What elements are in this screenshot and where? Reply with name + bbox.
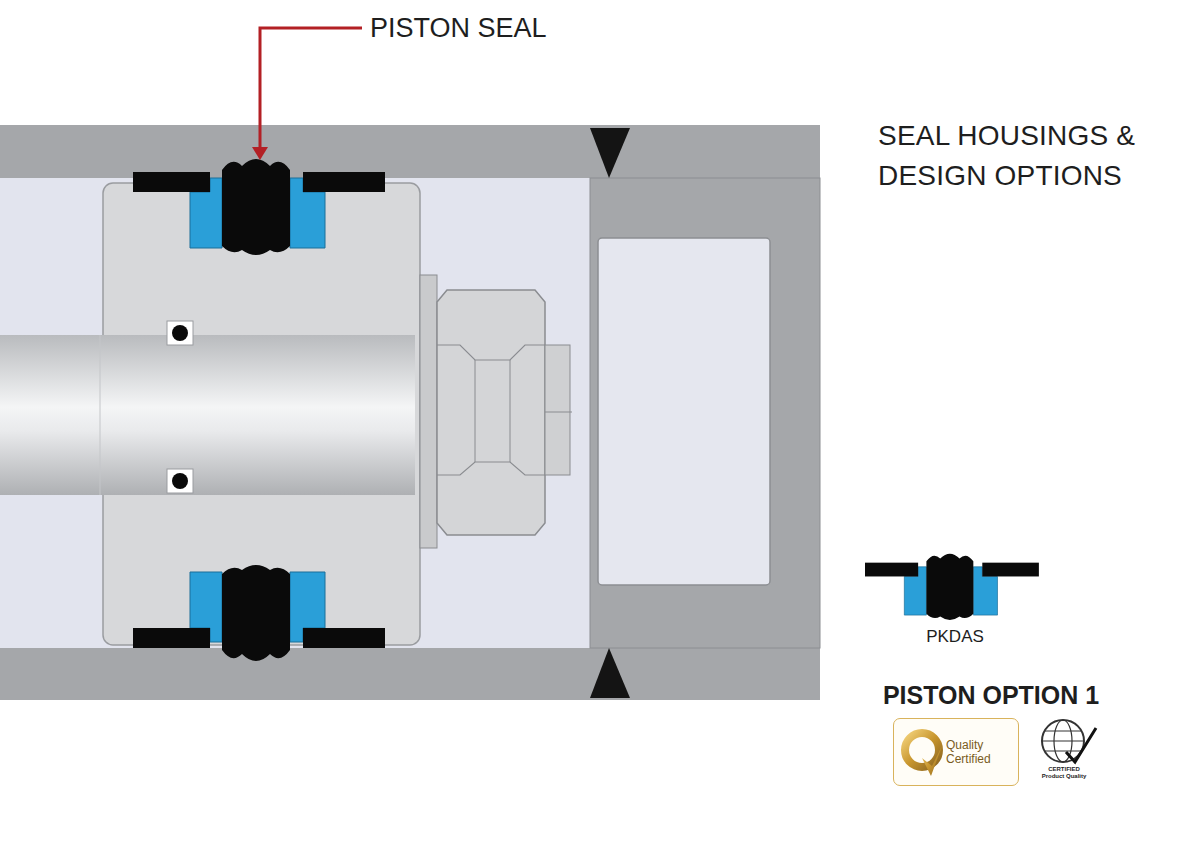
end-cap-recess (598, 238, 770, 585)
o-ring (172, 325, 188, 341)
piston-rod (0, 335, 415, 495)
end-cap (590, 178, 820, 648)
emblem-ring (905, 733, 939, 767)
illustration-part (1045, 751, 1081, 752)
nut-face (475, 360, 476, 462)
heading: SEAL HOUSINGS & DESIGN OPTIONS (878, 116, 1183, 196)
o-ring (172, 473, 188, 489)
cylinder-wall (0, 125, 820, 178)
nut-face (510, 360, 511, 462)
emblem-tail (922, 746, 942, 776)
certification-badge: Quality Certified (893, 718, 1019, 786)
logo-caption: CERTIFIED Product Quality (1038, 766, 1090, 780)
option-title: PISTON OPTION 1 (841, 680, 1141, 710)
bolt-axis (545, 412, 572, 413)
o-ring-groove (167, 321, 193, 345)
illustration-part (1066, 728, 1096, 762)
leader-arrowhead (252, 147, 268, 160)
bolt-end (545, 345, 570, 475)
leader-line (260, 28, 362, 148)
cylinder-wall (0, 648, 820, 700)
weld-symbol (590, 128, 630, 178)
illustration-part (1045, 731, 1081, 732)
certification-logo (1042, 720, 1096, 762)
illustration-part (1042, 740, 1084, 741)
nut (437, 290, 545, 535)
badge-text: Quality Certified (946, 738, 1006, 766)
rod-shoulder (100, 335, 101, 495)
part-label: PISTON SEAL (370, 12, 630, 44)
option-code: PKDAS (895, 627, 1015, 647)
weld-symbol (590, 648, 630, 698)
washer (420, 275, 437, 548)
badge-emblem (898, 722, 946, 782)
nut-face (437, 345, 545, 360)
seal-option-icon (865, 554, 1039, 620)
piston-seal (133, 565, 385, 661)
piston-seal (133, 159, 385, 255)
o-ring-groove (167, 469, 193, 493)
nut-face (437, 462, 545, 475)
